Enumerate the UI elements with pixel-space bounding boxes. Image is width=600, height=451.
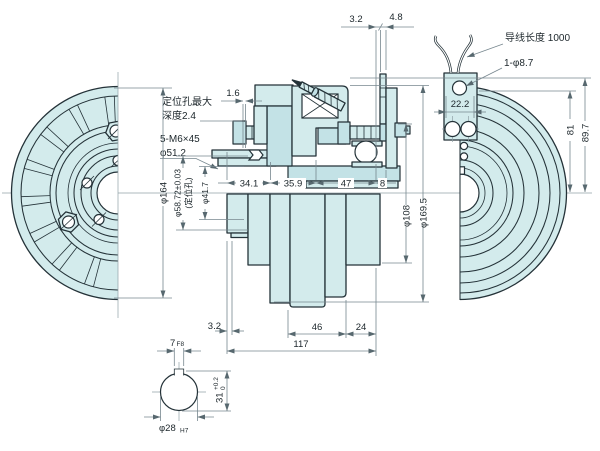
dim-bore-dia: φ28 H7	[144, 396, 214, 435]
adjust-lever	[291, 79, 346, 112]
cooling-fins	[21, 96, 116, 287]
len-8: 8	[380, 179, 385, 190]
dim-top-row: 34.1 35.9 47 8	[218, 152, 396, 190]
bore-dia: φ28	[159, 423, 176, 434]
rear-bore	[460, 173, 480, 213]
len-46: 46	[312, 322, 323, 333]
leader-lead-wire: 导线长度 1000	[466, 31, 570, 58]
hex-nut-lower	[57, 211, 80, 233]
dim-top-gaps: 3.2 4.8	[341, 12, 414, 158]
dim-gap-a: 3.2	[349, 14, 362, 25]
detail-bore	[159, 372, 199, 412]
dia-pilot-note: (定位孔)	[184, 177, 194, 208]
dim-recess: 1.6	[221, 88, 262, 148]
dim-overall-dia: φ169.5	[274, 85, 430, 303]
bore-fit: H7	[180, 428, 189, 435]
height-89-7: 89.7	[581, 124, 592, 143]
keyway-width: 7	[170, 338, 175, 349]
leader-terminal-hole: 1-φ8.7	[465, 58, 534, 87]
side-bolt	[394, 122, 407, 138]
pilot-note-2: 深度2.4	[162, 109, 196, 122]
detail-keyway	[173, 368, 185, 376]
dim-keyway-depth: 31 +0.2 0	[182, 370, 231, 412]
bolt-holes	[79, 154, 118, 227]
front-outer-rim	[10, 85, 118, 301]
lead-note: 导线长度 1000	[505, 31, 570, 44]
len-35-9: 35.9	[284, 179, 303, 190]
keyway-depth: 31	[215, 392, 226, 403]
bolt-circle-dia: φ51.2	[160, 148, 186, 159]
dim-pilot-dia: φ58.72±0.03 (定位孔)	[173, 155, 248, 231]
dia-pilot: φ58.72±0.03	[173, 169, 183, 217]
dia-rotor: φ108	[402, 205, 413, 227]
len-24: 24	[356, 322, 367, 333]
hex-nut-top	[105, 120, 118, 142]
lead-wires	[433, 34, 473, 74]
dim-rotor-dia: φ108	[382, 123, 413, 264]
anchor-bar	[211, 149, 275, 159]
dim-phi164: φ164	[114, 87, 172, 299]
dim-hub-dia: φ41.7	[199, 166, 244, 220]
terminal-width-label: 22.2	[451, 99, 470, 110]
stud-bolt-right	[337, 121, 389, 145]
pilot-note-1: 定位孔最大	[162, 95, 212, 108]
keyway-fit: F8	[177, 341, 185, 348]
dim-terminal-width: 22.2	[434, 96, 486, 118]
dia-hub: φ41.7	[200, 182, 210, 204]
body-profile	[226, 193, 381, 308]
section-view	[211, 73, 411, 308]
front-view	[10, 72, 119, 318]
len-117: 117	[293, 339, 308, 350]
dim-recess-label: 1.6	[226, 88, 239, 99]
note-bolt-spec: 5-M6×45 φ51.2	[160, 134, 219, 170]
dia-front-outer: φ164	[159, 182, 170, 204]
front-bore	[96, 171, 118, 215]
keyway-tol-upper: +0.2	[213, 377, 220, 390]
dimensions: 3.2 4.8 1.6 定位孔最大 深度2.4 5-M6×45 φ51.2	[114, 12, 592, 356]
len-step-3-2: 3.2	[208, 321, 221, 332]
rear-keyway	[460, 166, 466, 175]
dim-bottom-row: 3.2 46 24 117	[208, 241, 377, 356]
armature-top	[254, 84, 294, 107]
height-81: 81	[566, 125, 577, 136]
bolt-spec: 5-M6×45	[160, 134, 200, 145]
note-pilot-hole: 定位孔最大 深度2.4	[162, 95, 242, 122]
release-mechanism	[211, 73, 411, 189]
dim-keyway-width: 7 F8	[157, 338, 201, 366]
bore-detail: 7 F8 31 +0.2 0 φ28 H7	[144, 338, 231, 435]
terminal-hole-label: 1-φ8.7	[504, 58, 534, 69]
dim-heights: 81 89.7	[350, 77, 592, 193]
dim-gap-b: 4.8	[389, 12, 402, 23]
spring-arrow	[247, 149, 264, 161]
len-34-1: 34.1	[240, 179, 259, 190]
release-rod	[379, 73, 387, 125]
len-47: 47	[341, 179, 352, 190]
keyway-tol-lower: 0	[220, 386, 227, 390]
rear-view	[433, 34, 568, 301]
terminal-hole	[451, 80, 468, 96]
roller-pin	[351, 140, 383, 168]
dia-overall: φ169.5	[419, 198, 430, 228]
